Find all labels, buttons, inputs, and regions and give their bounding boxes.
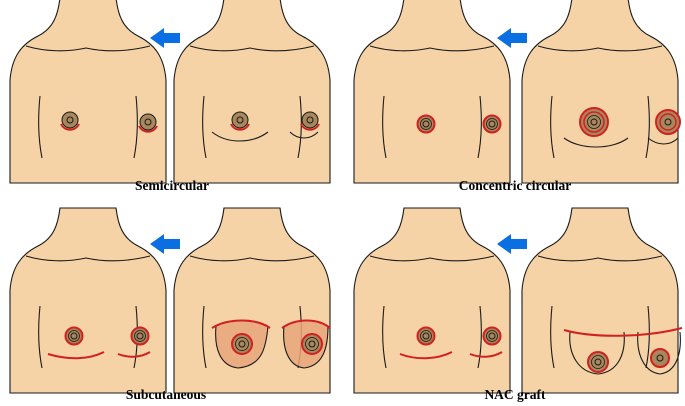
caption-concentric: Concentric circular bbox=[459, 178, 572, 193]
concentric-rings-right bbox=[655, 109, 681, 135]
panel-nac-graft: NAC graft bbox=[353, 207, 683, 402]
caption-subcutaneous: Subcutaneous bbox=[126, 387, 206, 402]
nipple-left bbox=[231, 333, 253, 355]
postop-torso-concentric bbox=[521, 0, 681, 184]
arrow-left-icon bbox=[150, 234, 180, 254]
preop-torso-concentric bbox=[353, 0, 511, 184]
panel-concentric: Concentric circular bbox=[353, 0, 681, 193]
nac-graft-left bbox=[587, 351, 609, 373]
postop-torso-nac bbox=[521, 207, 683, 394]
panel-semicircular: Semicircular bbox=[9, 0, 331, 193]
caption-nac-graft: NAC graft bbox=[484, 387, 546, 402]
arrow-left-icon bbox=[150, 28, 180, 48]
preop-torso-semicircular bbox=[9, 0, 167, 184]
preop-torso-nac bbox=[353, 207, 511, 394]
nac-graft-right bbox=[650, 348, 670, 368]
postop-torso-semicircular bbox=[173, 0, 331, 184]
nipple-right bbox=[301, 333, 323, 355]
arrow-left-icon bbox=[497, 234, 527, 254]
preop-torso-subcutaneous bbox=[9, 207, 167, 394]
postop-torso-subcutaneous bbox=[173, 207, 331, 394]
caption-semicircular: Semicircular bbox=[135, 178, 209, 193]
arrow-left-icon bbox=[497, 28, 527, 48]
concentric-rings-left bbox=[579, 107, 609, 137]
panel-subcutaneous: Subcutaneous bbox=[9, 207, 331, 402]
